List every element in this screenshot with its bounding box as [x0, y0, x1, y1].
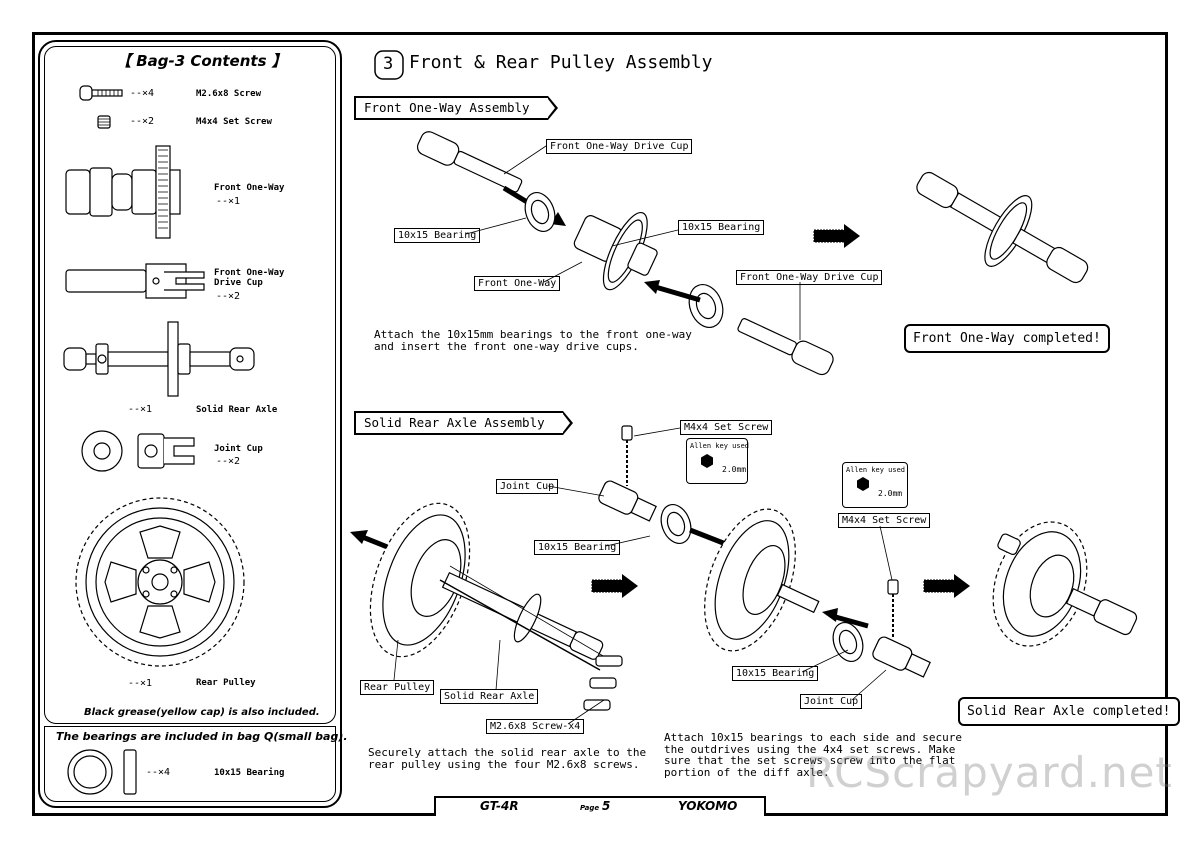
bearings-box: [44, 726, 336, 802]
rear-instruction-left: Securely attach the solid rear axle to t…: [368, 746, 647, 771]
label-bearing-mid: 10x15 Bearing: [534, 540, 621, 555]
bag-item-qty: --×4: [130, 88, 155, 99]
rear-section-title: Solid Rear Axle Assembly: [354, 411, 573, 435]
label-drive-cup-bottom: Front One-Way Drive Cup: [736, 270, 883, 285]
allen-key-label-top: Allen key used: [690, 442, 750, 450]
bag-item-name: Front One-Way: [214, 183, 285, 193]
footer-brand: YOKOMO: [678, 799, 738, 813]
rear-completed-badge: Solid Rear Axle completed!: [958, 697, 1180, 726]
bag-item-qty: --×1: [216, 196, 241, 207]
rear-bearing-jointcup-diagram: [598, 425, 931, 678]
label-solid-rear-axle: Solid Rear Axle: [440, 689, 539, 704]
hex-key-icon: [857, 477, 869, 491]
watermark: RCScrapyard.net: [806, 748, 1173, 797]
label-bearing-right: 10x15 Bearing: [732, 666, 819, 681]
joint-cup-icon: [81, 430, 195, 472]
front-oneway-exploded-diagram: [416, 131, 834, 376]
label-set-screw-top: M4x4 Set Screw: [680, 420, 773, 435]
step-title: Front & Rear Pulley Assembly: [409, 52, 713, 73]
grease-note: Black grease(yellow cap) is also include…: [84, 707, 320, 718]
page-footer: [434, 796, 766, 816]
rear-instruction-right: Attach 10x15 bearings to each side and s…: [664, 731, 963, 779]
allen-key-size-right: 2.0mm: [878, 489, 903, 498]
bag-item-name: Front One-Way Drive Cup: [214, 268, 285, 288]
bag-title: 【 Bag-3 Contents 】: [116, 52, 287, 70]
step-number-box: [374, 50, 404, 80]
bag-item-qty: --×2: [216, 456, 241, 467]
bag-contents-panel: [38, 40, 342, 808]
result-arrow-icon: [591, 574, 638, 598]
allen-key-size-top: 2.0mm: [722, 465, 747, 474]
bag-contents-inner: [44, 46, 336, 724]
label-front-oneway: Front One-Way: [474, 276, 561, 291]
footer-page-label: Page: [580, 804, 600, 812]
bag-item-name: M4x4 Set Screw: [196, 117, 272, 127]
footer-model: GT-4R: [480, 799, 519, 813]
label-drive-cup-top: Front One-Way Drive Cup: [546, 139, 693, 154]
result-arrow-icon: [813, 224, 860, 248]
rear-pulley-icon: [75, 497, 245, 667]
bag-item-qty: --×1: [128, 404, 153, 415]
front-section-title-text: Front One-Way Assembly: [364, 100, 530, 115]
rear-pulley-axle-diagram: [350, 502, 623, 711]
rear-section-title-text: Solid Rear Axle Assembly: [364, 415, 545, 430]
hex-key-icon: [701, 454, 713, 468]
solid-rear-axle-icon: [63, 321, 255, 397]
label-set-screw-right: M4x4 Set Screw: [838, 513, 931, 528]
bag-item-qty: --×2: [130, 116, 155, 127]
front-oneway-icon: [65, 145, 181, 239]
label-joint-cup-bottom: Joint Cup: [800, 694, 863, 709]
label-bearing-right: 10x15 Bearing: [678, 220, 765, 235]
bearing-icon: [67, 749, 137, 795]
front-instruction: Attach the 10x15mm bearings to the front…: [374, 328, 692, 353]
allen-key-box-right: [842, 462, 908, 508]
bag-item-name: Joint Cup: [214, 444, 263, 454]
bag-item-name: Solid Rear Axle: [196, 405, 278, 415]
rear-axle-completed-diagram: [992, 521, 1138, 647]
result-arrow-icon: [923, 574, 970, 598]
front-completed-badge: Front One-Way completed!: [904, 324, 1110, 353]
bag-item-name: M2.6x8 Screw: [196, 89, 262, 99]
bag-item-name: Rear Pulley: [196, 678, 256, 688]
front-oneway-completed-diagram: [916, 171, 1089, 284]
bag-item-qty: --×1: [128, 678, 153, 689]
allen-key-box-top: [686, 438, 748, 484]
bag-item-qty: --×2: [216, 291, 241, 302]
bearing-qty: --×4: [146, 767, 171, 778]
allen-key-label-right: Allen key used: [846, 466, 906, 474]
bearing-name: 10x15 Bearing: [214, 768, 285, 778]
label-rear-pulley: Rear Pulley: [360, 680, 435, 695]
step-number: 3: [383, 54, 394, 74]
screw-icon: [79, 85, 123, 101]
set-screw-icon: [97, 115, 111, 129]
label-joint-cup-top: Joint Cup: [496, 479, 559, 494]
front-section-title: Front One-Way Assembly: [354, 96, 558, 120]
drive-cup-icon: [65, 263, 205, 299]
bearings-note: The bearings are included in bag Q(small…: [56, 730, 348, 743]
label-screw-x4: M2.6x8 Screw-x4: [486, 719, 585, 734]
footer-page-number: 5: [602, 799, 611, 813]
label-bearing-left: 10x15 Bearing: [394, 228, 481, 243]
